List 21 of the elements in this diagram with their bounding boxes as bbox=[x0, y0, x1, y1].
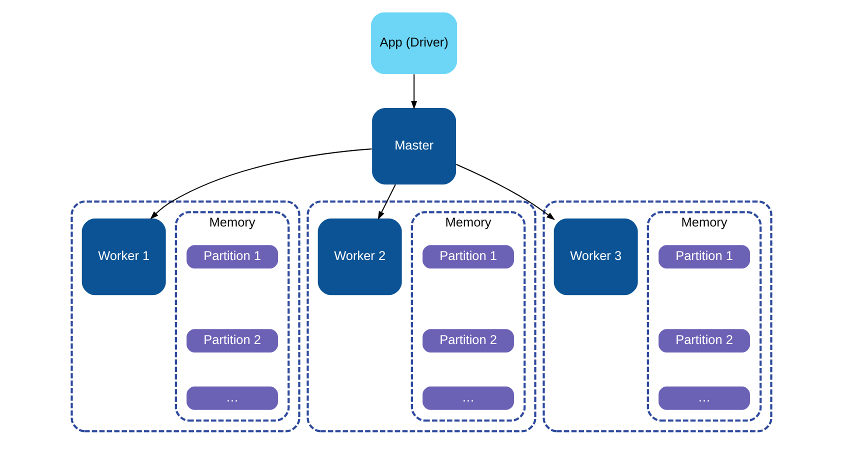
arrow bbox=[411, 74, 418, 110]
arrow bbox=[150, 148, 372, 220]
node-box: Partition 1 bbox=[186, 245, 278, 269]
node-box: Partition 2 bbox=[186, 329, 278, 352]
node-box: Partition 1 bbox=[422, 245, 514, 269]
node-box: Worker 1 bbox=[82, 218, 166, 296]
node-box: Partition 2 bbox=[658, 329, 750, 352]
node-box: Worker 2 bbox=[318, 218, 402, 296]
node-box: … bbox=[186, 386, 278, 410]
node-box: Partition 2 bbox=[422, 329, 514, 352]
node-box: … bbox=[658, 386, 750, 410]
cluster bbox=[542, 200, 772, 432]
node-box: Partition 1 bbox=[658, 245, 750, 269]
node-box: App (Driver) bbox=[371, 12, 458, 74]
node-box: Worker 3 bbox=[554, 218, 638, 296]
arrow bbox=[378, 184, 396, 220]
arrow bbox=[456, 164, 556, 220]
cluster bbox=[70, 200, 300, 432]
node-box: … bbox=[422, 386, 514, 410]
node-box: Master bbox=[372, 108, 456, 185]
cluster bbox=[306, 200, 536, 432]
